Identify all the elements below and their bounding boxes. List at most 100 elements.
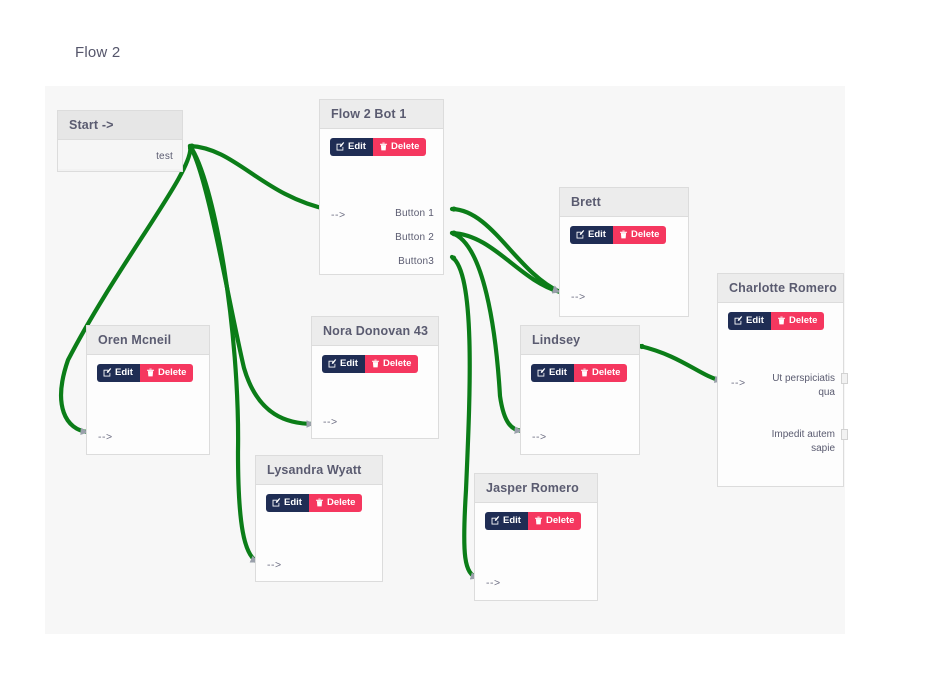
delete-button[interactable]: Delete <box>364 355 419 373</box>
in-port[interactable]: --> <box>486 577 501 589</box>
in-port[interactable]: --> <box>532 431 547 443</box>
edit-button[interactable]: Edit <box>322 355 365 373</box>
out-port-test[interactable]: test <box>156 151 173 162</box>
node-body: Edit Delete --> <box>521 355 639 452</box>
delete-button[interactable]: Delete <box>612 226 667 244</box>
pencil-square-icon <box>328 359 337 368</box>
edit-label: Edit <box>115 367 133 378</box>
edit-button[interactable]: Edit <box>266 494 309 512</box>
delete-label: Delete <box>545 515 575 526</box>
pencil-square-icon <box>272 498 281 507</box>
out-nub-2[interactable] <box>841 429 848 440</box>
node-actions: Edit Delete <box>560 217 688 244</box>
node-start[interactable]: Start -> test <box>57 110 183 172</box>
node-actions: Edit Delete <box>475 503 597 530</box>
edit-label: Edit <box>746 315 764 326</box>
node-actions: Edit Delete <box>718 303 843 330</box>
out-port-ut-perspiciatis-qua[interactable]: Ut perspiciatis qua <box>772 373 835 398</box>
trash-icon <box>778 316 785 325</box>
pencil-square-icon <box>537 368 546 377</box>
in-port[interactable]: --> <box>571 291 586 303</box>
pencil-square-icon <box>336 142 345 151</box>
pencil-square-icon <box>103 368 112 377</box>
node-oren-mcneil[interactable]: Oren Mcneil Edit Delete --> <box>86 325 210 455</box>
out-port-impedit-autem-sapie[interactable]: Impedit autem sapie <box>771 429 835 454</box>
node-title: Brett <box>560 188 688 217</box>
delete-label: Delete <box>788 315 818 326</box>
trash-icon <box>535 516 542 525</box>
delete-label: Delete <box>157 367 187 378</box>
page-title: Flow 2 <box>75 44 121 61</box>
node-brett[interactable]: Brett Edit Delete --> <box>559 187 689 317</box>
delete-label: Delete <box>326 497 356 508</box>
edit-label: Edit <box>588 229 606 240</box>
node-title: Start -> <box>58 111 182 140</box>
out-nub-1[interactable] <box>841 373 848 384</box>
in-port[interactable]: --> <box>731 377 746 389</box>
node-body: Edit Delete --> <box>312 346 438 436</box>
pencil-square-icon <box>734 316 743 325</box>
in-port[interactable]: --> <box>98 431 113 443</box>
node-body: Edit Delete --> Ut perspiciatis qua Impe… <box>718 303 848 484</box>
delete-label: Delete <box>591 367 621 378</box>
out-port-button-2[interactable]: Button 2 <box>395 232 434 243</box>
in-port[interactable]: --> <box>331 209 346 221</box>
node-title: Lindsey <box>521 326 639 355</box>
node-actions: Edit Delete <box>320 129 443 156</box>
delete-button[interactable]: Delete <box>308 494 363 512</box>
node-title: Nora Donovan 43 <box>312 317 438 346</box>
node-nora-donovan-43[interactable]: Nora Donovan 43 Edit Delete --> <box>311 316 439 439</box>
node-title: Jasper Romero <box>475 474 597 503</box>
delete-label: Delete <box>390 141 420 152</box>
delete-button[interactable]: Delete <box>770 312 825 330</box>
edit-button[interactable]: Edit <box>570 226 613 244</box>
delete-button[interactable]: Delete <box>527 512 582 530</box>
node-actions: Edit Delete <box>87 355 209 382</box>
trash-icon <box>620 230 627 239</box>
edit-button[interactable]: Edit <box>531 364 574 382</box>
trash-icon <box>380 142 387 151</box>
edit-label: Edit <box>503 515 521 526</box>
node-charlotte-romero[interactable]: Charlotte Romero Edit Delete --> Ut pers… <box>717 273 848 487</box>
edit-button[interactable]: Edit <box>330 138 373 156</box>
edit-label: Edit <box>549 367 567 378</box>
node-actions: Edit Delete <box>312 346 438 373</box>
node-title: Lysandra Wyatt <box>256 456 382 485</box>
node-actions: Edit Delete <box>521 355 639 382</box>
node-jasper-romero[interactable]: Jasper Romero Edit Delete --> <box>474 473 598 601</box>
delete-button[interactable]: Delete <box>573 364 628 382</box>
edit-label: Edit <box>340 358 358 369</box>
pencil-square-icon <box>576 230 585 239</box>
node-title: Flow 2 Bot 1 <box>320 100 443 129</box>
delete-label: Delete <box>630 229 660 240</box>
out-port-button-3[interactable]: Button3 <box>398 256 434 267</box>
node-body: test <box>58 140 182 169</box>
edit-label: Edit <box>348 141 366 152</box>
out-port-button-1[interactable]: Button 1 <box>395 208 434 219</box>
node-flow-2-bot-1[interactable]: Flow 2 Bot 1 Edit Delete --> Button 1 Bu… <box>319 99 444 275</box>
node-body: Edit Delete --> <box>560 217 688 314</box>
delete-button[interactable]: Delete <box>372 138 427 156</box>
delete-label: Delete <box>382 358 412 369</box>
edit-button[interactable]: Edit <box>728 312 771 330</box>
edit-label: Edit <box>284 497 302 508</box>
edit-button[interactable]: Edit <box>97 364 140 382</box>
flow-header: Flow 2 <box>45 22 845 86</box>
trash-icon <box>372 359 379 368</box>
trash-icon <box>581 368 588 377</box>
edit-button[interactable]: Edit <box>485 512 528 530</box>
in-port[interactable]: --> <box>323 416 338 428</box>
node-actions: Edit Delete <box>256 485 382 512</box>
node-body: Edit Delete --> Button 1 Button 2 Button… <box>320 129 443 272</box>
node-body: Edit Delete --> <box>87 355 209 452</box>
node-lysandra-wyatt[interactable]: Lysandra Wyatt Edit Delete --> <box>255 455 383 582</box>
node-title: Charlotte Romero <box>718 274 843 303</box>
delete-button[interactable]: Delete <box>139 364 194 382</box>
node-body: Edit Delete --> <box>256 485 382 579</box>
trash-icon <box>316 498 323 507</box>
in-port[interactable]: --> <box>267 559 282 571</box>
pencil-square-icon <box>491 516 500 525</box>
trash-icon <box>147 368 154 377</box>
node-lindsey[interactable]: Lindsey Edit Delete --> <box>520 325 640 455</box>
